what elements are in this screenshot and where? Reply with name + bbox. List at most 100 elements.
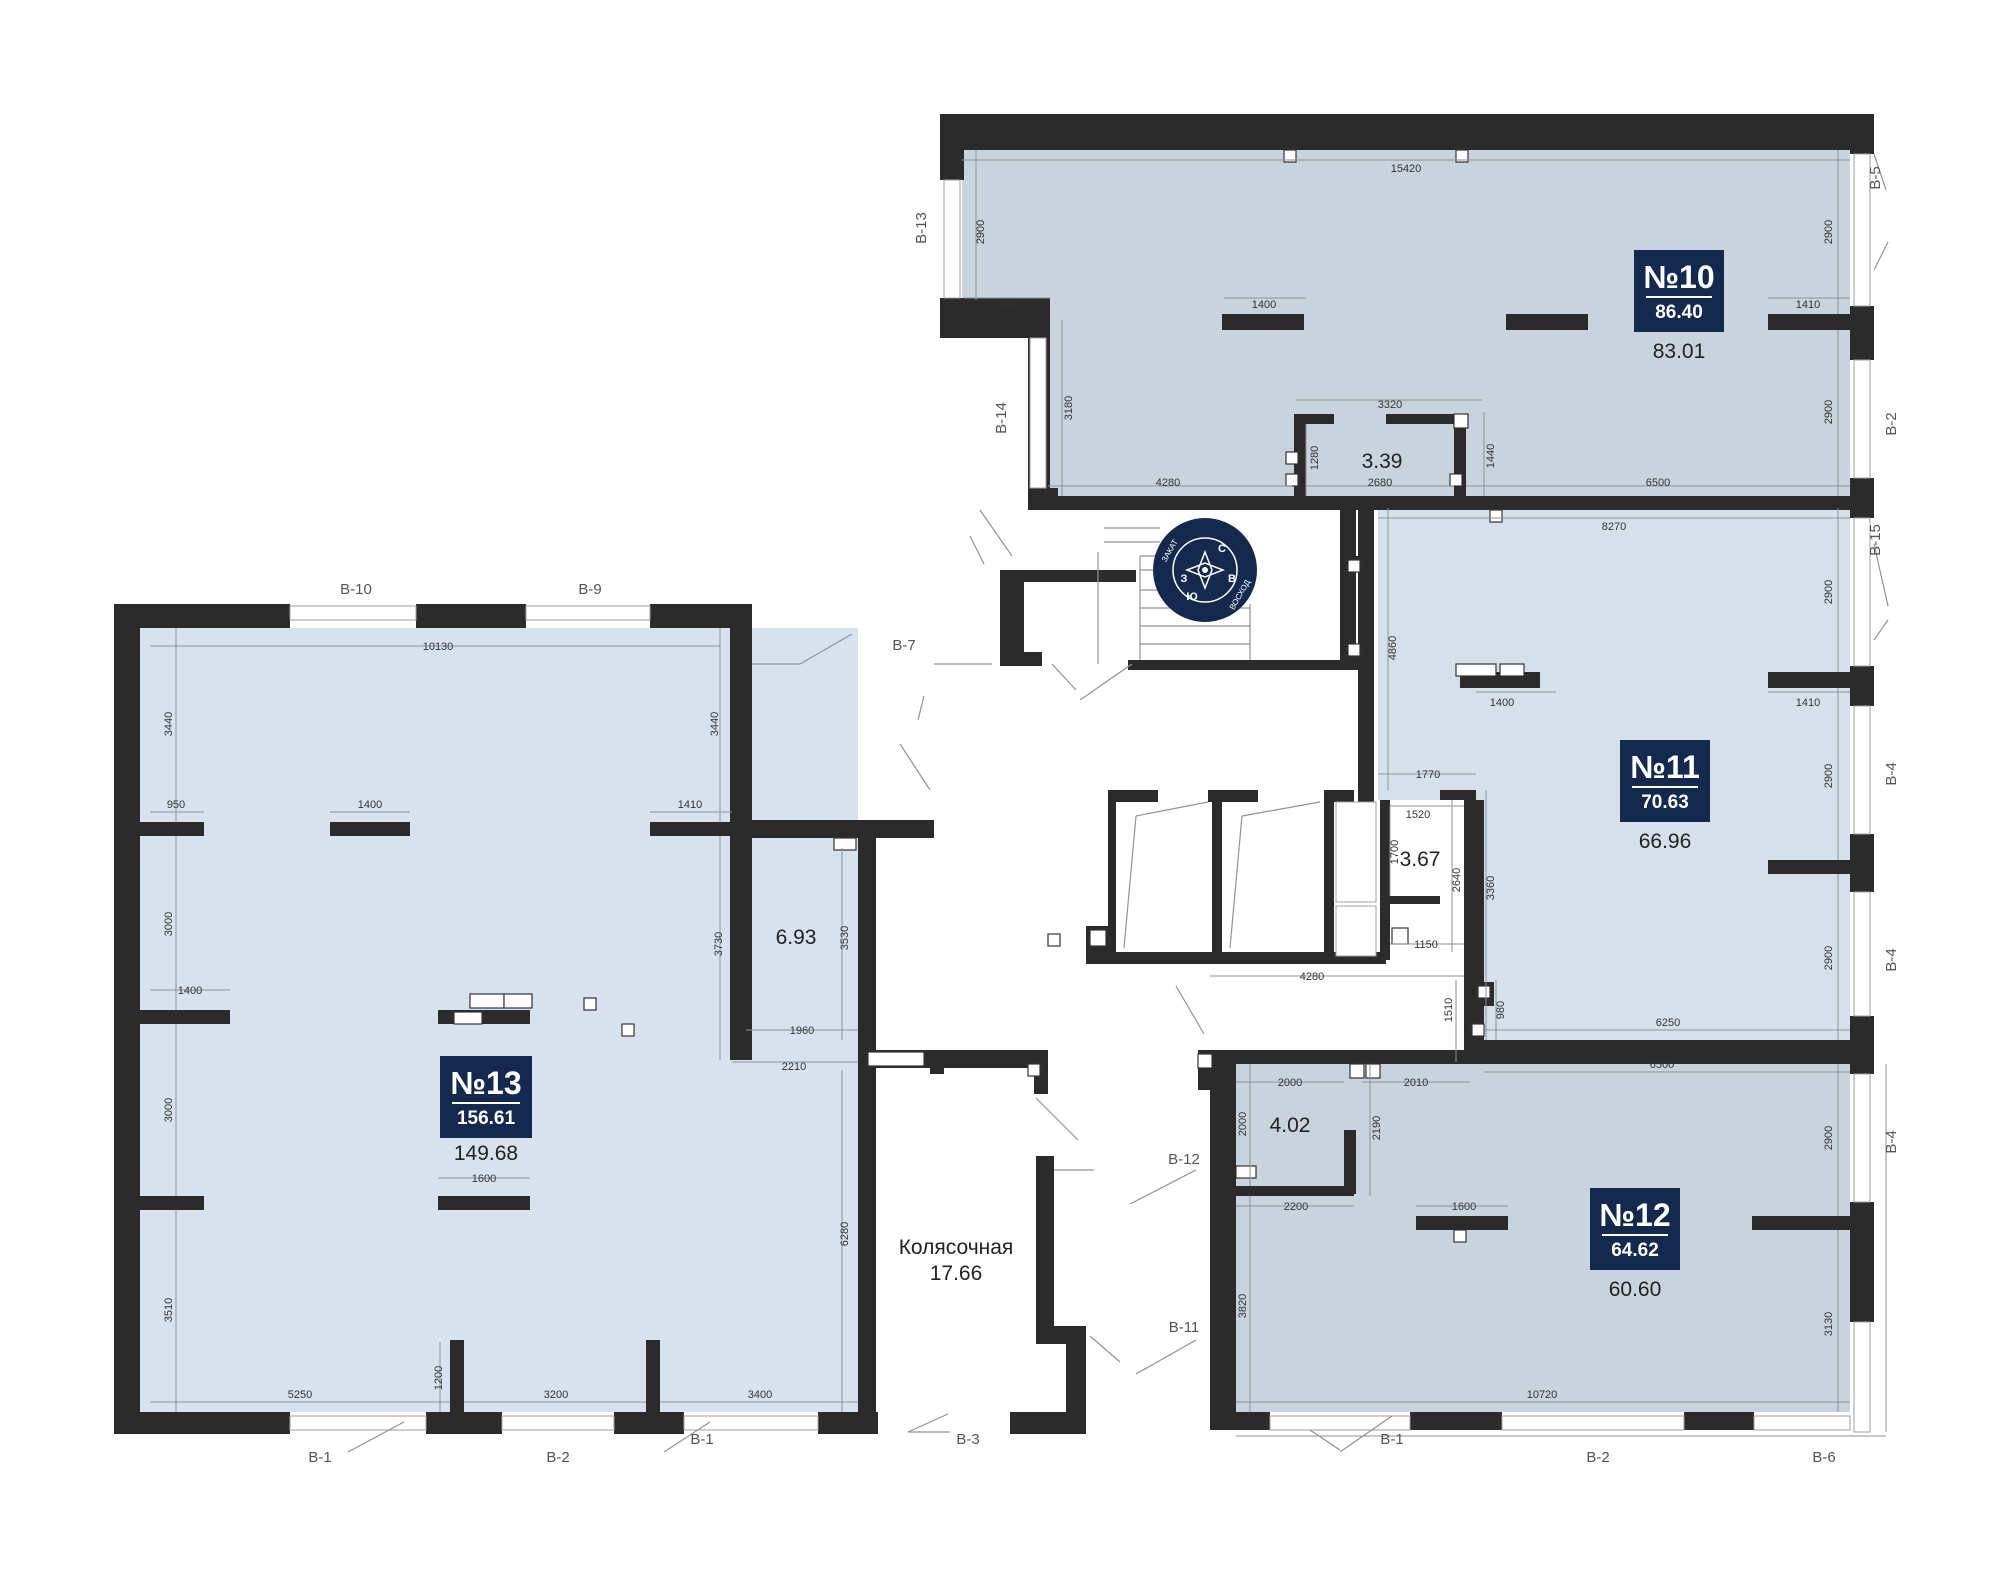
dim-label: 2900 xyxy=(1823,580,1835,604)
dim-label: 1400 xyxy=(1252,299,1276,311)
dim-label: 3000 xyxy=(163,1098,175,1122)
window-label: В-7 xyxy=(892,637,915,654)
dim-label: 2900 xyxy=(1823,946,1835,970)
unit-living-area: 66.96 xyxy=(1639,830,1692,853)
stroller-room-name: Колясочная xyxy=(899,1236,1014,1259)
dim-label: 2000 xyxy=(1237,1112,1249,1136)
stroller-room-area: 17.66 xyxy=(930,1262,983,1285)
dim-label: 3530 xyxy=(839,926,851,950)
compass-south: Ю xyxy=(1186,591,1197,603)
dim-label: 15420 xyxy=(1391,163,1422,175)
dim-label: 3000 xyxy=(163,912,175,936)
unit-badge-bg xyxy=(1634,250,1724,332)
window-label: В-9 xyxy=(578,581,601,598)
compass: С З Ю В ЗАКАТ ВОСХОД xyxy=(1153,518,1257,622)
dim-label: 3820 xyxy=(1237,1294,1249,1318)
dim-label: 1410 xyxy=(1796,697,1820,709)
unit-living-area: 83.01 xyxy=(1653,340,1706,363)
dim-label: 2680 xyxy=(1368,477,1392,489)
dim-label: 10720 xyxy=(1527,1389,1558,1401)
dim-label: 3130 xyxy=(1823,1312,1835,1336)
dim-label: 5250 xyxy=(288,1389,312,1401)
window-label: В-1 xyxy=(1380,1431,1403,1448)
dim-label: 1150 xyxy=(1414,939,1438,951)
dim-label: 1410 xyxy=(1796,299,1820,311)
dim-label: 2010 xyxy=(1404,1077,1428,1089)
dim-label: 3360 xyxy=(1485,876,1497,900)
dim-label: 10130 xyxy=(423,641,454,653)
dim-label: 6500 xyxy=(1650,1059,1674,1071)
dim-label: 2900 xyxy=(1823,220,1835,244)
walls xyxy=(114,114,1874,1434)
room-area-3-67: 3.67 xyxy=(1400,848,1441,871)
dim-label: 3200 xyxy=(544,1389,568,1401)
fixtures xyxy=(453,149,1525,1243)
dim-label: 3320 xyxy=(1378,399,1402,411)
dim-label: 3180 xyxy=(1063,396,1075,420)
window-label: В-1 xyxy=(308,1449,331,1466)
dim-label: 4280 xyxy=(1156,477,1180,489)
staircase xyxy=(1104,527,1377,957)
room-area-6-93: 6.93 xyxy=(776,926,817,949)
unit-total-area: 86.40 xyxy=(1655,302,1703,323)
dim-label: 980 xyxy=(1495,1001,1507,1019)
dim-label: 1280 xyxy=(1309,446,1321,470)
dim-label: 1770 xyxy=(1416,769,1440,781)
unit-total-area: 70.63 xyxy=(1641,792,1689,813)
dim-label: 6280 xyxy=(839,1222,851,1246)
unit-13-storage-floor xyxy=(746,838,858,1048)
dim-label: 6250 xyxy=(1656,1017,1680,1029)
dim-label: 2210 xyxy=(782,1061,806,1073)
dim-label: 2900 xyxy=(1823,400,1835,424)
dim-label: 1960 xyxy=(790,1025,814,1037)
window-label: В-4 xyxy=(1883,1130,1900,1153)
window-label: В-2 xyxy=(1883,412,1900,435)
dim-label: 1600 xyxy=(1452,1201,1476,1213)
dim-label: 1510 xyxy=(1443,998,1455,1022)
unit-12-floor xyxy=(1236,1064,1850,1412)
unit-badge-bg xyxy=(440,1056,532,1138)
dim-label: 3440 xyxy=(709,712,721,736)
window-label: В-4 xyxy=(1883,762,1900,785)
dim-label: 8270 xyxy=(1602,521,1626,533)
dim-label: 950 xyxy=(167,799,185,811)
unit-11-floor xyxy=(1378,508,1850,1040)
dim-label: 3510 xyxy=(163,1298,175,1322)
windows xyxy=(289,153,1871,1433)
window-label: В-1 xyxy=(690,1431,713,1448)
dimension-lines xyxy=(150,150,1887,1437)
room-area-4-02: 4.02 xyxy=(1270,1114,1311,1137)
window-label: В-15 xyxy=(1867,524,1884,556)
compass-east: В xyxy=(1228,573,1236,585)
dim-label: 3730 xyxy=(713,932,725,956)
dim-label: 1600 xyxy=(472,1173,496,1185)
unit-badge-bg xyxy=(1620,740,1710,822)
dim-label: 2000 xyxy=(1278,1077,1302,1089)
room-area-3-39: 3.39 xyxy=(1362,450,1403,473)
compass-north: С xyxy=(1218,543,1226,555)
dim-label: 3440 xyxy=(163,712,175,736)
dim-label: 1440 xyxy=(1485,444,1497,468)
dim-label: 2640 xyxy=(1451,868,1463,892)
dim-label: 1520 xyxy=(1406,809,1430,821)
dim-label: 6500 xyxy=(1646,477,1670,489)
unit-badge-bg xyxy=(1590,1188,1680,1270)
unit-13-badge: №13 156.61 149.68 xyxy=(440,1056,532,1165)
dim-label: 1200 xyxy=(433,1366,445,1390)
unit-living-area: 149.68 xyxy=(454,1142,518,1165)
unit-10-badge: №10 86.40 83.01 xyxy=(1634,250,1724,363)
window-label: В-11 xyxy=(1169,1319,1200,1336)
window-label: В-6 xyxy=(1812,1449,1835,1466)
dim-label: 1400 xyxy=(358,799,382,811)
dimension-labels: 15420 2900 1520 1400 1410 2900 3180 3320… xyxy=(163,163,1835,1401)
dim-label: 1400 xyxy=(178,985,202,997)
unit-11-badge: №11 70.63 66.96 xyxy=(1620,740,1710,853)
unit-number: №11 xyxy=(1630,749,1700,785)
window-label: В-3 xyxy=(956,1431,979,1448)
unit-total-area: 156.61 xyxy=(457,1108,516,1129)
dim-label: 1520 xyxy=(994,299,1018,311)
door-swings xyxy=(347,153,1889,1453)
dim-label: 1700 xyxy=(1389,840,1401,864)
